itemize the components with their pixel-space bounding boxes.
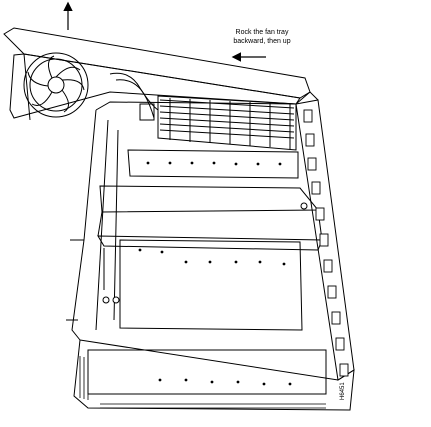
fan-grille	[157, 95, 297, 151]
right-rail-connectors	[303, 109, 349, 377]
left-pins	[66, 239, 120, 321]
callout-line-1: Rock the fan tray	[235, 29, 289, 36]
slot-markers	[138, 161, 292, 386]
fan-icon	[23, 52, 89, 118]
fan-tray	[3, 27, 311, 151]
instruction-callout: Rock the fan tray backward, then up	[218, 28, 306, 46]
figure-id: H6451	[340, 382, 346, 400]
callout-line-2: backward, then up	[233, 38, 291, 45]
screw-icon	[300, 202, 308, 210]
front-vents	[79, 356, 326, 409]
